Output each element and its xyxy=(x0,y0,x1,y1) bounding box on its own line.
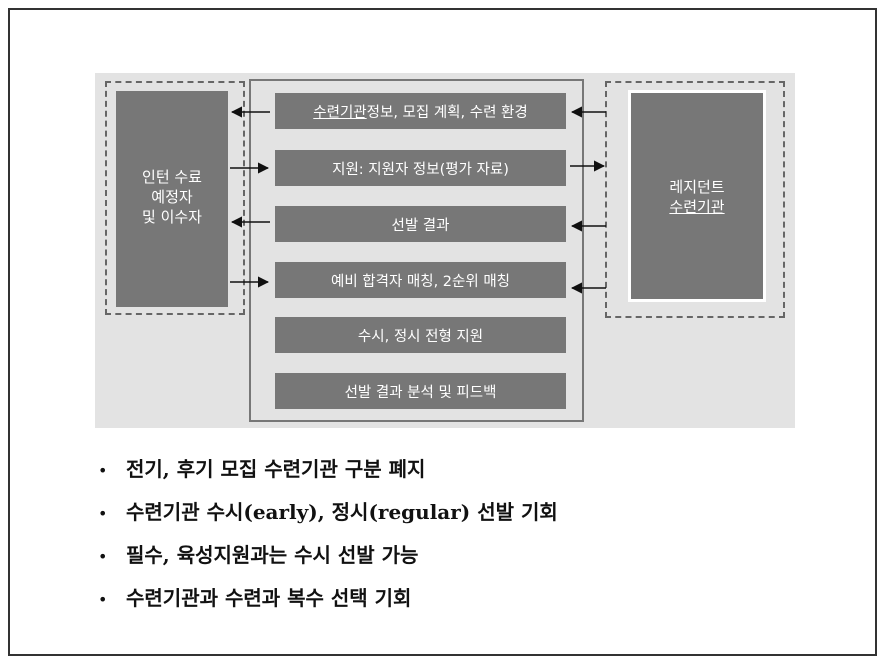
institution-label-line2: 수련기관 xyxy=(669,198,725,216)
step-2-label: 지원: 지원자 정보(평가 자료) xyxy=(332,161,509,178)
step-5-label: 수시, 정시 전형 지원 xyxy=(357,328,484,345)
step-1-label-rest: 정보, 모집 계획, 수련 환경 xyxy=(366,104,528,121)
step-matching: 예비 합격자 매칭, 2순위 매칭 xyxy=(275,262,566,298)
step-3-label: 선발 결과 xyxy=(391,217,450,234)
institution-label-line1: 레지던트 xyxy=(669,178,725,196)
process-frame xyxy=(249,79,584,422)
applicant-label: 인턴 수료 예정자 및 이수자 xyxy=(142,168,202,226)
step-institution-info: 수련기관 정보, 모집 계획, 수련 환경 xyxy=(275,93,566,129)
step-1-label-underlined: 수련기관 xyxy=(313,104,367,121)
step-6-label: 선발 결과 분석 및 피드백 xyxy=(344,384,497,401)
bullet-text: 필수, 육성지원과는 수시 선발 가능 xyxy=(126,543,419,567)
bullet-dot: • xyxy=(98,461,108,480)
applicant-box: 인턴 수료 예정자 및 이수자 xyxy=(116,91,228,307)
step-application: 지원: 지원자 정보(평가 자료) xyxy=(275,150,566,186)
bullet-dot: • xyxy=(98,590,108,609)
bullet-item: • 필수, 육성지원과는 수시 선발 가능 xyxy=(98,538,558,581)
institution-dashed-border xyxy=(605,81,785,318)
bullet-item: • 수련기관과 수련과 복수 선택 기회 xyxy=(98,581,558,624)
step-selection-result: 선발 결과 xyxy=(275,206,566,242)
bullet-item: • 전기, 후기 모집 수련기관 구분 폐지 xyxy=(98,452,558,495)
bullet-text: 수련기관과 수련과 복수 선택 기회 xyxy=(126,586,412,610)
bullet-dot: • xyxy=(98,504,108,523)
bullet-dot: • xyxy=(98,547,108,566)
bullet-item: • 수련기관 수시(early), 정시(regular) 선발 기회 xyxy=(98,495,558,538)
bullet-text: 수련기관 수시(early), 정시(regular) 선발 기회 xyxy=(126,500,558,524)
step-analysis-feedback: 선발 결과 분석 및 피드백 xyxy=(275,373,566,409)
summary-bullet-list: • 전기, 후기 모집 수련기관 구분 폐지 • 수련기관 수시(early), 정… xyxy=(98,452,558,624)
step-early-regular: 수시, 정시 전형 지원 xyxy=(275,317,566,353)
applicant-dashed-border xyxy=(105,81,245,315)
bullet-text: 전기, 후기 모집 수련기관 구분 폐지 xyxy=(126,457,426,481)
step-4-label: 예비 합격자 매칭, 2순위 매칭 xyxy=(330,273,510,290)
